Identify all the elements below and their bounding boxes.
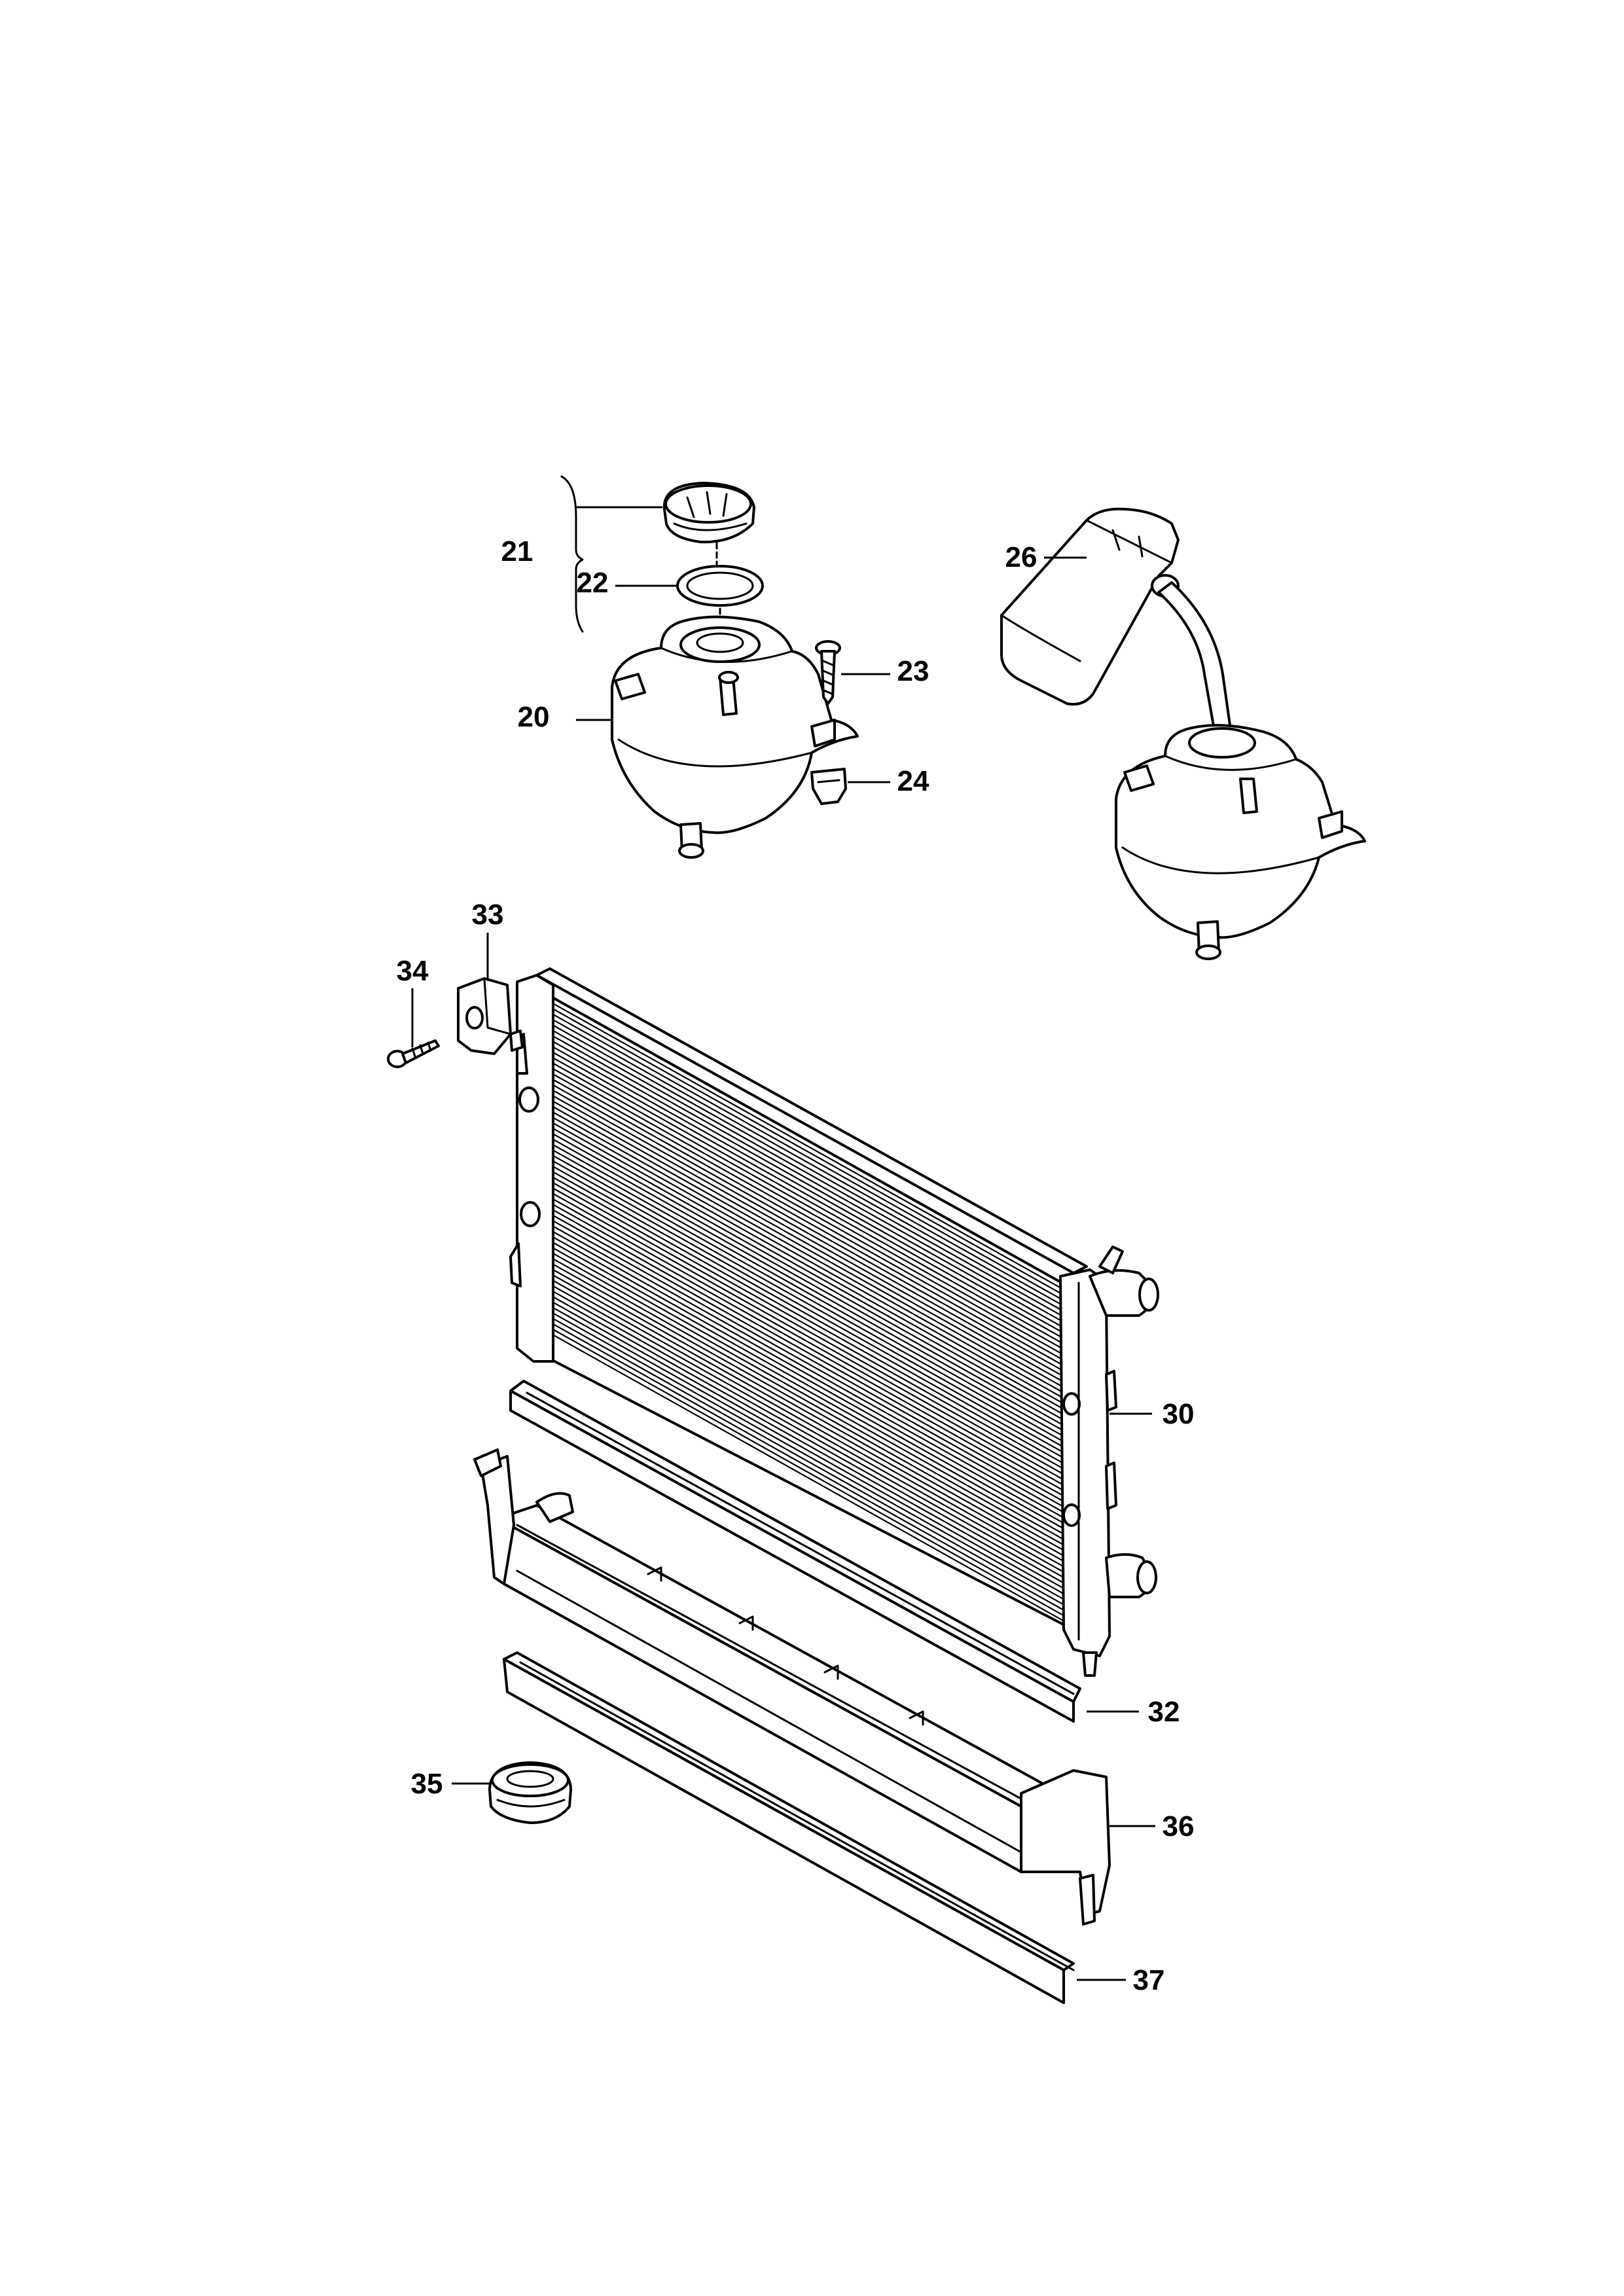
radiator-fin (552, 1242, 1064, 1530)
radiator-fin (552, 1291, 1064, 1579)
radiator-fin (552, 1084, 1064, 1372)
callout-37: 37 (1133, 1964, 1165, 1996)
radiator-fin (552, 1182, 1064, 1470)
radiator-fin (552, 1215, 1064, 1502)
callout-23: 23 (897, 655, 929, 687)
grommet (488, 1761, 572, 1824)
radiator-fin (552, 1312, 1064, 1600)
radiator-fin (552, 1193, 1064, 1480)
radiator-fin (552, 1166, 1064, 1454)
radiator-fin (552, 997, 1064, 1285)
callout-21-bracket (560, 475, 584, 633)
radiator-fin (552, 1035, 1064, 1323)
canister (1000, 507, 1180, 706)
callout-20: 20 (518, 701, 550, 733)
radiator-fin (552, 1013, 1064, 1301)
radiator (509, 967, 1159, 1677)
radiator-fin (552, 1095, 1064, 1383)
radiator-fin (552, 1122, 1064, 1410)
callout-30: 30 (1163, 1398, 1195, 1430)
radiator-fin (552, 1296, 1064, 1584)
radiator-fin (552, 1144, 1064, 1432)
sealing-ring (676, 565, 764, 607)
seal-strip-lower (503, 1651, 1075, 2004)
radiator-fin (552, 1274, 1064, 1562)
radiator-fin (552, 1067, 1064, 1355)
radiator-fin (552, 1046, 1064, 1334)
filling-hose (1157, 581, 1232, 731)
radiator-fin (552, 1160, 1064, 1448)
mount-screw (387, 1039, 440, 1068)
radiator-fin (552, 1003, 1064, 1291)
radiator-fin (552, 1117, 1064, 1405)
coolant-canister-assembly (1000, 507, 1366, 960)
callout-35: 35 (411, 1768, 443, 1800)
callout-26: 26 (1005, 541, 1038, 573)
radiator-fin (552, 1329, 1064, 1617)
radiator-fin (552, 1090, 1064, 1378)
radiator-fin (552, 1247, 1064, 1535)
radiator-fin (552, 1176, 1064, 1464)
radiator-fin (552, 1030, 1064, 1318)
callout-32: 32 (1148, 1696, 1180, 1728)
radiator-fin (552, 1209, 1064, 1497)
radiator-fin (552, 1253, 1064, 1541)
radiator-fin (552, 1155, 1064, 1443)
radiator-fin (552, 1334, 1064, 1622)
radiator-fin (552, 1263, 1064, 1551)
radiator-fin (552, 1323, 1064, 1611)
radiator-fin (552, 1062, 1064, 1350)
radiator-fin (552, 1079, 1064, 1367)
radiator-fin (552, 1111, 1064, 1399)
callout-21: 21 (501, 535, 533, 567)
radiator-fin (552, 1269, 1064, 1556)
expansion-tank (611, 615, 859, 859)
radiator-fin (552, 1220, 1064, 1508)
radiator-fin (552, 1041, 1064, 1329)
filler-cap (662, 482, 755, 544)
radiator-fin (552, 1318, 1064, 1605)
radiator-fin (552, 1285, 1064, 1573)
callout-22: 22 (577, 567, 609, 599)
radiator-fin (552, 1019, 1064, 1307)
radiator-fin (552, 1100, 1064, 1388)
callout-24: 24 (897, 765, 929, 797)
callout-labels: 21 22 23 20 24 26 33 34 30 32 35 36 37 (397, 535, 1195, 1996)
radiator-fin (552, 1307, 1064, 1595)
radiator-fin (552, 1133, 1064, 1421)
callout-33: 33 (472, 899, 504, 931)
radiator-fin (552, 1138, 1064, 1426)
seal-strip-upper (509, 1380, 1081, 1723)
radiator-fin (552, 1187, 1064, 1475)
radiator-fin (552, 1128, 1064, 1416)
radiator-fin (552, 1106, 1064, 1393)
callout-36: 36 (1163, 1810, 1195, 1842)
radiator-fin (552, 1225, 1064, 1513)
radiator-fin (552, 1149, 1064, 1437)
radiator-fin (552, 1008, 1064, 1296)
charge-air-cooler (473, 1448, 1155, 1926)
radiator-fin (552, 1236, 1064, 1524)
callout-34: 34 (397, 955, 429, 987)
radiator-fin (552, 1073, 1064, 1361)
radiator-fin (552, 1230, 1064, 1518)
radiator-fins (552, 997, 1064, 1622)
radiator-fin (552, 1198, 1064, 1486)
screw (815, 640, 841, 705)
radiator-fin (552, 1171, 1064, 1459)
radiator-fin (552, 1204, 1064, 1492)
radiator-fin (552, 1301, 1064, 1589)
expansion-tank-filled (1115, 724, 1366, 960)
radiator-fin (552, 1280, 1064, 1568)
rubber-mount (457, 977, 524, 1055)
radiator-fin (552, 1052, 1064, 1339)
radiator-fin (552, 1057, 1064, 1345)
radiator-fin (552, 1258, 1064, 1546)
radiator-fin (552, 1024, 1064, 1312)
clip-nut (810, 768, 847, 805)
expansion-tank-assembly (560, 475, 890, 859)
